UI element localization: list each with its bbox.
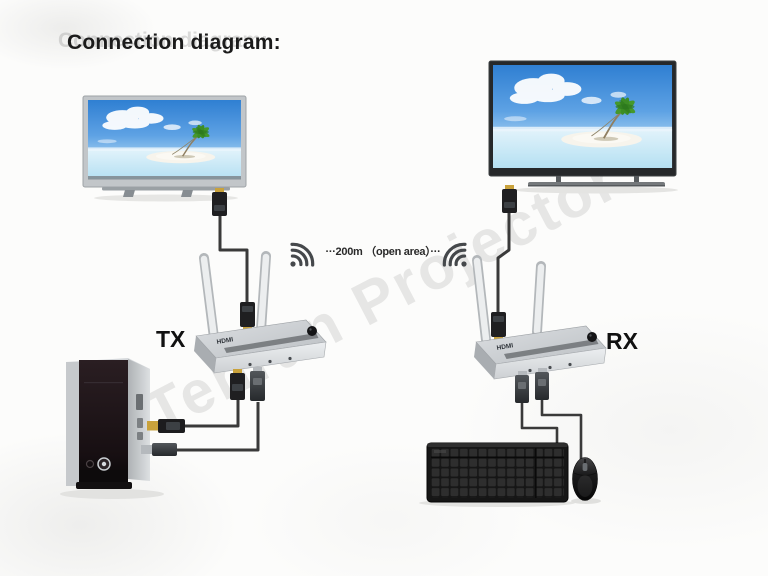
monitor-foot-right (181, 190, 193, 197)
hdmi-plug-icon (212, 192, 227, 216)
monitor-screen-image (87, 99, 242, 180)
hdmi-plug-icon (502, 189, 517, 213)
tx-label: TX (156, 326, 186, 352)
usb-cable-rx-to-mouse (535, 368, 583, 460)
hdmi-plug-icon (240, 302, 255, 327)
wifi-signal-right-icon (442, 242, 467, 267)
pc-tower (60, 358, 164, 499)
wifi-signal-left-icon (290, 242, 315, 267)
output-tv (488, 60, 678, 194)
mouse (571, 457, 601, 504)
usb-plug-icon (152, 443, 177, 456)
usb-cable-rx-to-keyboard (515, 371, 559, 447)
hdmi-cable-tv-to-rx (491, 185, 517, 341)
rx-vent-grille (504, 339, 599, 359)
page-title: Connection diagram: (67, 31, 281, 54)
rx-antenna-left (473, 257, 490, 343)
tv-screen-image (492, 64, 673, 169)
rx-hdmi-logo: HDMI (496, 342, 514, 352)
mouse-scroll-wheel (582, 463, 588, 471)
keyboard (419, 442, 575, 507)
monitor-stand-bar (102, 187, 230, 191)
tx-front-face (213, 341, 327, 374)
tx-antenna-left (200, 255, 218, 341)
monitor-foot-left (123, 190, 135, 197)
hdmi-cable-monitor-to-tx (212, 188, 255, 331)
wireless-range-label: ···200m （open area）··· (325, 246, 441, 258)
tx-unit: HDMI (194, 251, 327, 374)
tx-antenna-port (307, 326, 317, 336)
hdmi-cable-tx-to-pc (147, 369, 245, 433)
usb-plug-icon (250, 371, 265, 401)
tx-hdmi-logo: HDMI (216, 336, 234, 346)
rx-antenna-port (587, 332, 597, 342)
page-title-ghost: Connection diagram: (58, 29, 269, 52)
keyboard-keys (431, 448, 564, 498)
hdmi-plug-icon (491, 312, 506, 337)
usb-cable-tx-to-pc (141, 367, 265, 456)
rx-label: RX (606, 328, 638, 354)
tx-antenna-right (257, 253, 270, 333)
tx-vent-grille (224, 333, 319, 353)
rx-antenna-right (533, 263, 545, 335)
source-monitor (82, 95, 247, 202)
